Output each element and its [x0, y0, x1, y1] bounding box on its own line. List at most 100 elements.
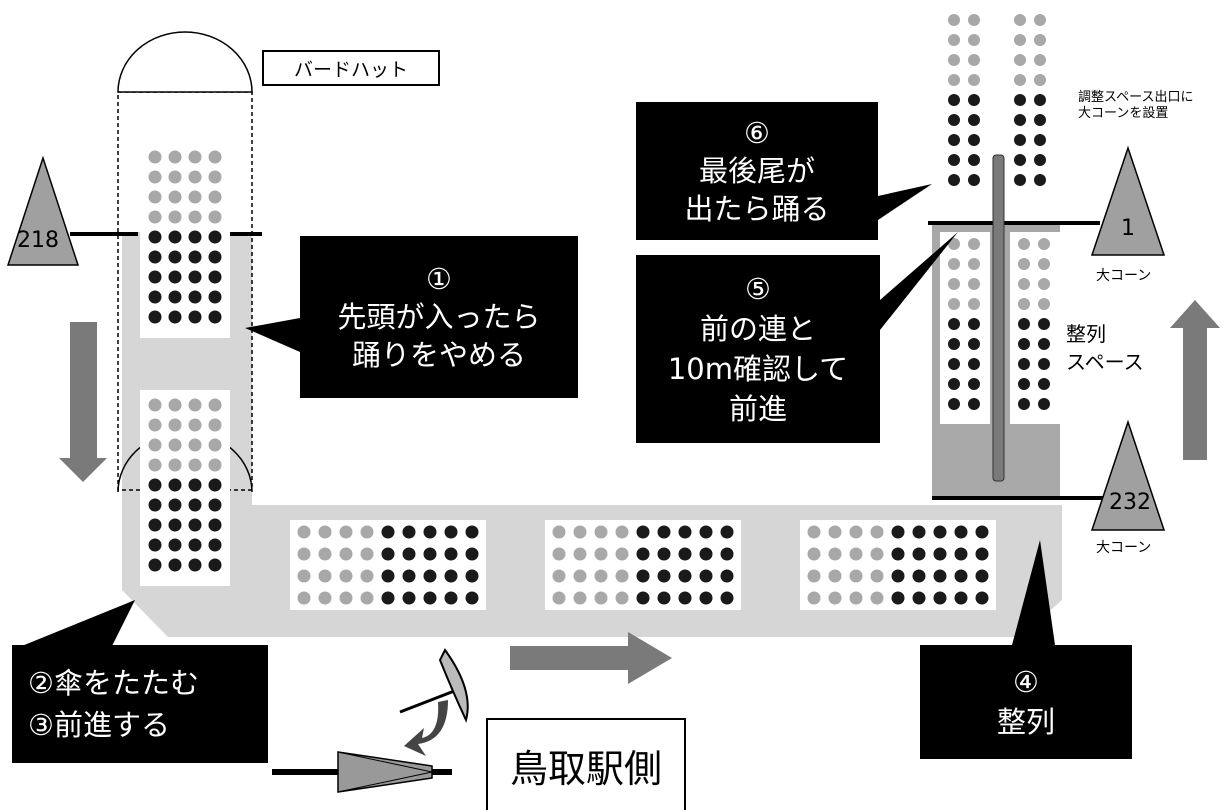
- callout-5-line1: ⑤: [745, 272, 771, 306]
- dancer-dot: [948, 34, 960, 46]
- dancer-dot: [699, 569, 713, 583]
- dancer-dot: [168, 538, 182, 552]
- dancer-dot: [699, 591, 713, 605]
- dancer-dot: [870, 525, 884, 539]
- dancer-dot: [968, 34, 980, 46]
- dancer-dot: [1034, 74, 1046, 86]
- dancer-dot: [423, 525, 437, 539]
- dancer-dot: [1034, 94, 1046, 106]
- dancer-dot: [948, 298, 960, 310]
- dancer-dot: [968, 398, 980, 410]
- dancer-dot: [615, 547, 629, 561]
- dancer-dot: [968, 14, 980, 26]
- fold-arrow-icon: [404, 700, 448, 756]
- dancer-dot: [1018, 238, 1030, 250]
- dancer-dot: [968, 258, 980, 270]
- dancer-dot: [168, 250, 182, 264]
- dancer-dot: [465, 591, 479, 605]
- dancer-dot: [1038, 278, 1050, 290]
- dancer-dot: [1018, 398, 1030, 410]
- dancer-dot: [615, 591, 629, 605]
- dancer-dot: [1014, 94, 1026, 106]
- dancer-dot: [954, 591, 968, 605]
- dancer-dot: [168, 150, 182, 164]
- callout-5: ⑤ 前の連と 10m確認して 前進: [636, 255, 880, 443]
- dancer-dot: [168, 270, 182, 284]
- dancer-dot: [188, 438, 202, 452]
- dancer-dot: [636, 591, 650, 605]
- callout-5-line4: 前進: [728, 392, 787, 426]
- dancer-dot: [148, 518, 162, 532]
- dancer-dot: [636, 525, 650, 539]
- dancer-dot: [402, 525, 416, 539]
- dancer-dot: [954, 569, 968, 583]
- callout-1: ① 先頭が入ったら 踊りをやめる: [300, 236, 578, 398]
- dancer-dot: [381, 591, 395, 605]
- dancer-group-top-right-b-panel: [1006, 8, 1062, 198]
- dancer-dot: [465, 525, 479, 539]
- dancer-dot: [657, 525, 671, 539]
- open-umbrella-icon: [399, 648, 469, 723]
- alignment-space-label: 整列 スペース: [1066, 320, 1144, 376]
- dancer-dot: [552, 591, 566, 605]
- alignment-space-label-line2: スペース: [1066, 350, 1144, 374]
- dancer-dot: [968, 54, 980, 66]
- callout-6: ⑥ 最後尾が 出たら踊る: [636, 102, 878, 240]
- station-label: 鳥取駅側: [486, 718, 686, 810]
- dancer-dot: [208, 498, 222, 512]
- dancer-dot: [954, 547, 968, 561]
- dancer-dot: [968, 74, 980, 86]
- dancer-dot: [636, 569, 650, 583]
- dancer-dot: [933, 591, 947, 605]
- dancer-dot: [360, 591, 374, 605]
- dancer-dot: [636, 547, 650, 561]
- dancer-dot: [297, 547, 311, 561]
- dancer-dot: [188, 250, 202, 264]
- dancer-dot: [168, 498, 182, 512]
- dancer-dot: [208, 150, 222, 164]
- dancer-dot: [1018, 338, 1030, 350]
- callout-6-line2: 最後尾が: [698, 154, 815, 188]
- dancer-dot: [678, 591, 692, 605]
- dancer-dot: [828, 547, 842, 561]
- dancer-dot: [148, 458, 162, 472]
- dancer-dot: [948, 174, 960, 186]
- dancer-dot: [912, 547, 926, 561]
- dancer-dot: [444, 569, 458, 583]
- cone-232-caption: 大コーン: [1096, 540, 1152, 556]
- dancer-dot: [148, 418, 162, 432]
- dancer-dot: [1034, 134, 1046, 146]
- dancer-dot: [168, 478, 182, 492]
- dancer-dot: [948, 14, 960, 26]
- dancer-dot: [1018, 298, 1030, 310]
- callout5-tail: [880, 232, 958, 330]
- dancer-dot: [208, 478, 222, 492]
- dancer-dot: [1038, 338, 1050, 350]
- dancer-dot: [968, 338, 980, 350]
- callout6-tail: [878, 184, 932, 220]
- dancer-dot: [948, 238, 960, 250]
- dancer-dot: [148, 190, 162, 204]
- dancer-dot: [297, 525, 311, 539]
- dancer-dot: [188, 498, 202, 512]
- dancer-dot: [968, 378, 980, 390]
- dancer-dot: [948, 74, 960, 86]
- dancer-dot: [188, 210, 202, 224]
- dancer-dot: [318, 547, 332, 561]
- up-arrow: [1170, 300, 1220, 460]
- dancer-dot: [168, 558, 182, 572]
- cone-1-number: 1: [1121, 216, 1135, 241]
- dancer-dot: [968, 174, 980, 186]
- dancer-dot: [188, 150, 202, 164]
- dancer-dot: [657, 591, 671, 605]
- dancer-group-align-b-panel: [1010, 232, 1060, 424]
- dancer-dot: [849, 547, 863, 561]
- dancer-dot: [188, 270, 202, 284]
- dancer-dot: [208, 250, 222, 264]
- dancer-dot: [968, 318, 980, 330]
- dancer-dot: [168, 190, 182, 204]
- dancer-dot: [1014, 174, 1026, 186]
- callout-6-line3: 出たら踊る: [684, 192, 830, 226]
- dancer-dot: [1014, 114, 1026, 126]
- dancer-dot: [968, 154, 980, 166]
